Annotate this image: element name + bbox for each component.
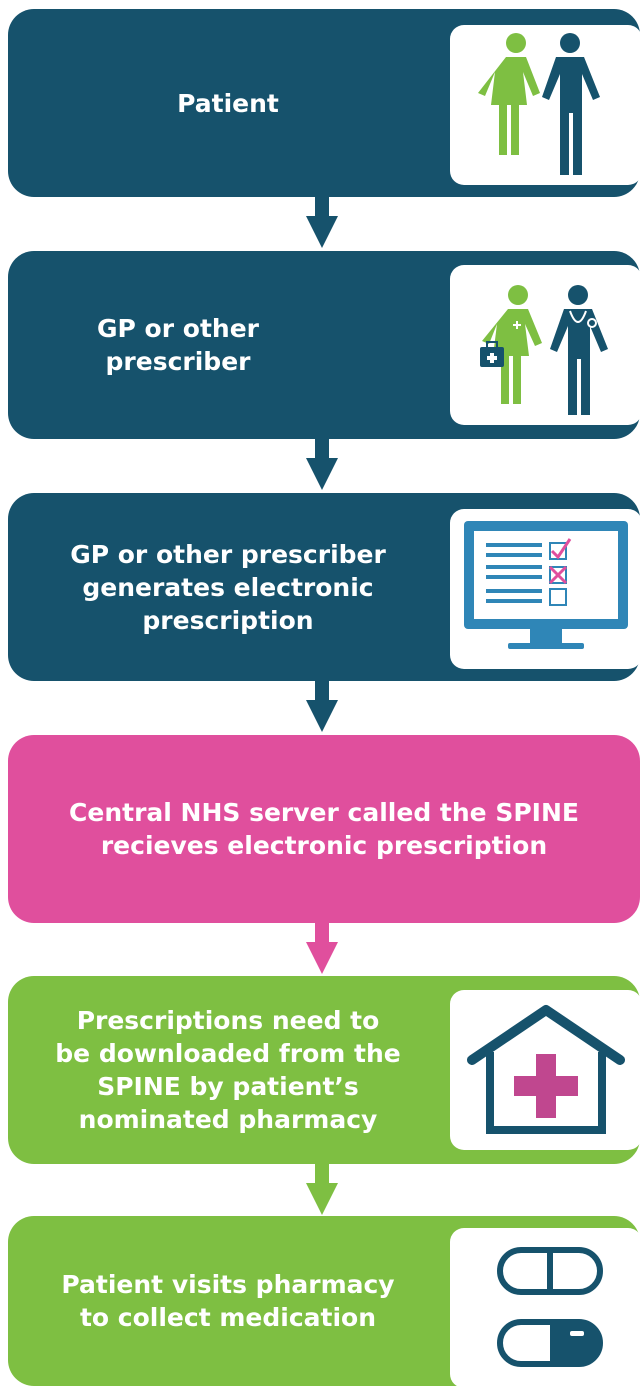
step-patient: Patient	[8, 9, 640, 197]
doctor-nurse-icon	[450, 265, 640, 425]
arrow-4	[306, 922, 338, 974]
patient-couple-icon	[450, 25, 640, 185]
arrow-2	[306, 438, 338, 490]
step-spine: Central NHS server called the SPINE reci…	[8, 735, 640, 923]
step-pharmacy-download-label: Prescriptions need to be downloaded from…	[55, 1006, 401, 1134]
pills-icon	[450, 1228, 640, 1388]
step-collect-medication: Patient visits pharmacy to collect medic…	[8, 1216, 640, 1388]
step-collect-medication-label: Patient visits pharmacy to collect medic…	[61, 1270, 395, 1332]
step-patient-label: Patient	[177, 88, 279, 118]
arrow-3	[306, 680, 338, 732]
pharmacy-house-icon	[450, 990, 640, 1150]
step-generate-prescription-label: GP or other prescriber generates electro…	[70, 539, 386, 635]
arrow-1	[306, 196, 338, 248]
step-spine-label: Central NHS server called the SPINE reci…	[69, 798, 579, 860]
step-generate-prescription: GP or other prescriber generates electro…	[8, 493, 640, 681]
step-gp: GP or other prescriber	[8, 251, 640, 439]
computer-checklist-icon	[450, 509, 640, 669]
arrow-5	[306, 1163, 338, 1215]
step-gp-label: GP or other prescriber	[97, 314, 259, 376]
step-pharmacy-download: Prescriptions need to be downloaded from…	[8, 976, 640, 1164]
